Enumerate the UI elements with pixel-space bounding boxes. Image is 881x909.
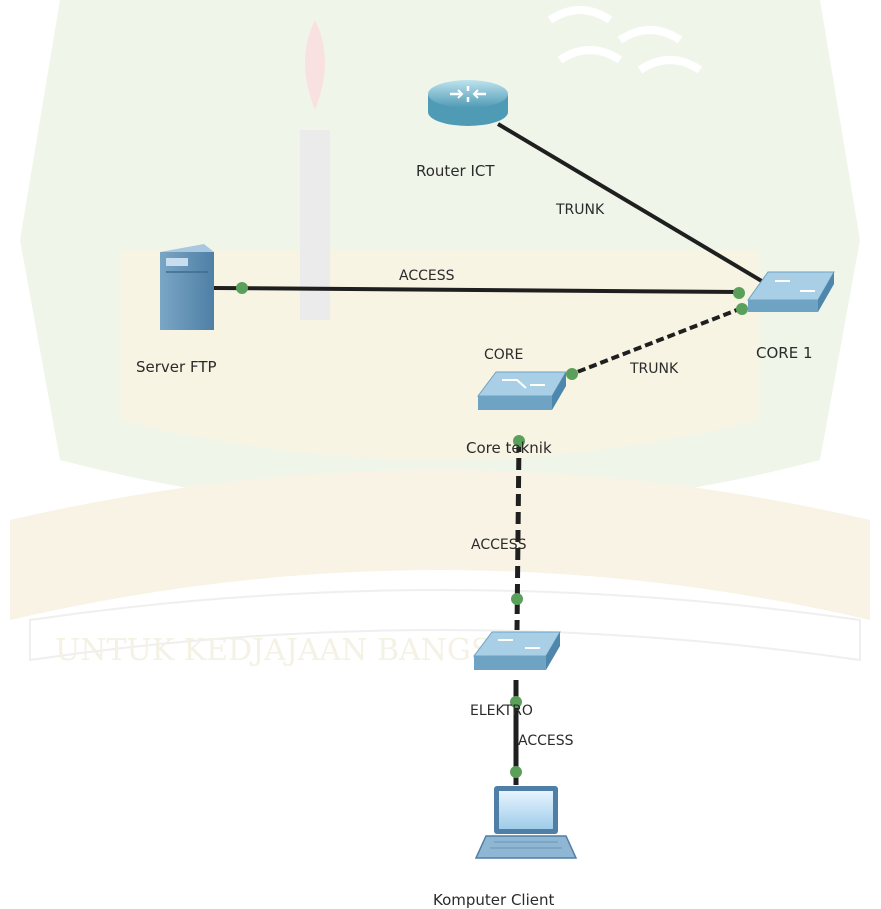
port-dot — [733, 287, 745, 299]
router-icon — [428, 80, 508, 126]
link-server-core1 — [213, 286, 741, 294]
link-coreteknik-elektro — [514, 439, 522, 631]
port-indicators — [236, 282, 748, 778]
server-ftp[interactable]: Server FTP — [136, 244, 217, 376]
link-label-router-core1: TRUNK — [555, 202, 605, 218]
links-layer — [213, 122, 767, 785]
core-top-label: CORE — [484, 347, 523, 363]
port-dot — [236, 282, 248, 294]
port-dot — [566, 368, 578, 380]
port-dot — [513, 435, 525, 447]
link-router-core1 — [496, 122, 767, 285]
link-label-server-core1: ACCESS — [399, 268, 455, 284]
link-label-core1-coreteknik: TRUNK — [629, 361, 679, 377]
switch-icon — [477, 371, 567, 410]
router-label: Router ICT — [416, 162, 495, 180]
port-dot — [510, 766, 522, 778]
link-label-elektro-client: ACCESS — [518, 733, 574, 749]
client-label: Komputer Client — [433, 891, 554, 909]
core1-label: CORE 1 — [756, 344, 813, 362]
elektro-label: ELEKTRO — [470, 703, 533, 719]
server-label: Server FTP — [136, 358, 217, 376]
watermark-text: UNTUK KEDJAJAAN BANGSA — [55, 633, 513, 668]
elektro-switch[interactable]: ELEKTRO — [470, 631, 561, 719]
link-core1-coreteknik — [571, 306, 743, 376]
router-ict[interactable]: Router ICT — [416, 80, 508, 180]
link-label-coreteknik-elektro: ACCESS — [471, 537, 527, 553]
link-labels: TRUNK ACCESS TRUNK ACCESS ACCESS — [399, 202, 679, 749]
port-dot — [510, 696, 522, 708]
core1-switch[interactable]: CORE 1 — [747, 271, 835, 362]
switch-icon — [747, 271, 835, 312]
port-dot — [511, 593, 523, 605]
core-teknik-label: Core teknik — [466, 439, 552, 457]
laptop-icon — [474, 786, 578, 859]
server-icon — [160, 244, 214, 330]
port-dot — [736, 303, 748, 315]
komputer-client[interactable]: Komputer Client — [433, 786, 578, 909]
switch-icon — [473, 631, 561, 670]
core-teknik-switch[interactable]: CORE Core teknik — [466, 347, 567, 457]
